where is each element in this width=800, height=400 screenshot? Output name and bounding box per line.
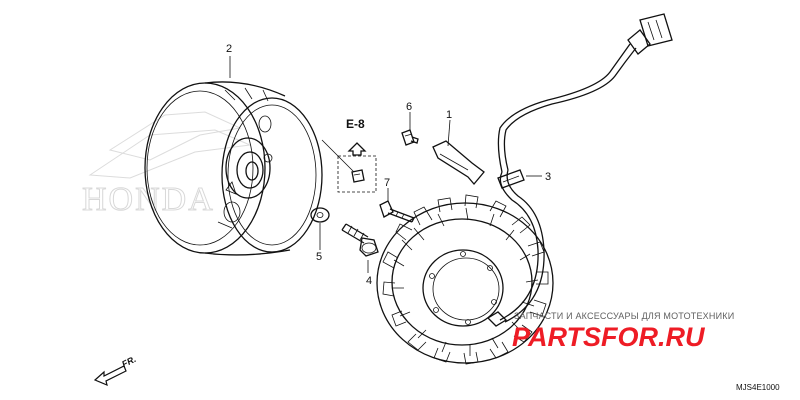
front-direction-label: FR. (120, 354, 137, 369)
callout-6: 6 (406, 101, 412, 113)
callout-5: 5 (316, 251, 322, 263)
callouts: 1 2 3 4 5 6 7 (226, 43, 551, 287)
watermark-tagline: ЗАПЧАСТИ И АКСЕССУАРЫ ДЛЯ МОТОТЕХНИКИ (514, 311, 734, 321)
callout-4: 4 (366, 275, 372, 287)
watermark-logo: PARTSFOR.RU (512, 322, 706, 352)
flange-bolt (341, 223, 379, 257)
leader-lines (229, 56, 542, 273)
site-watermark: ЗАПЧАСТИ И АКСЕССУАРЫ ДЛЯ МОТОТЕХНИКИ PA… (512, 311, 734, 352)
reference-label: E-8 (346, 117, 365, 131)
washer (310, 207, 330, 223)
flywheel (144, 81, 323, 256)
reference-detail: E-8 (337, 117, 377, 193)
front-direction-indicator: FR. (93, 354, 138, 387)
callout-2: 2 (226, 43, 232, 55)
bolt-7 (379, 200, 415, 223)
stator-clamp (432, 140, 485, 186)
stator-wiring-harness (497, 13, 673, 323)
callout-1: 1 (446, 109, 452, 121)
callout-7: 7 (384, 177, 390, 189)
bolt-6 (401, 129, 419, 146)
callout-3: 3 (545, 171, 551, 183)
honda-brand-outline: HONDA (82, 181, 215, 218)
stator (376, 194, 554, 365)
diagram-code: MJS4E1000 (736, 383, 780, 392)
